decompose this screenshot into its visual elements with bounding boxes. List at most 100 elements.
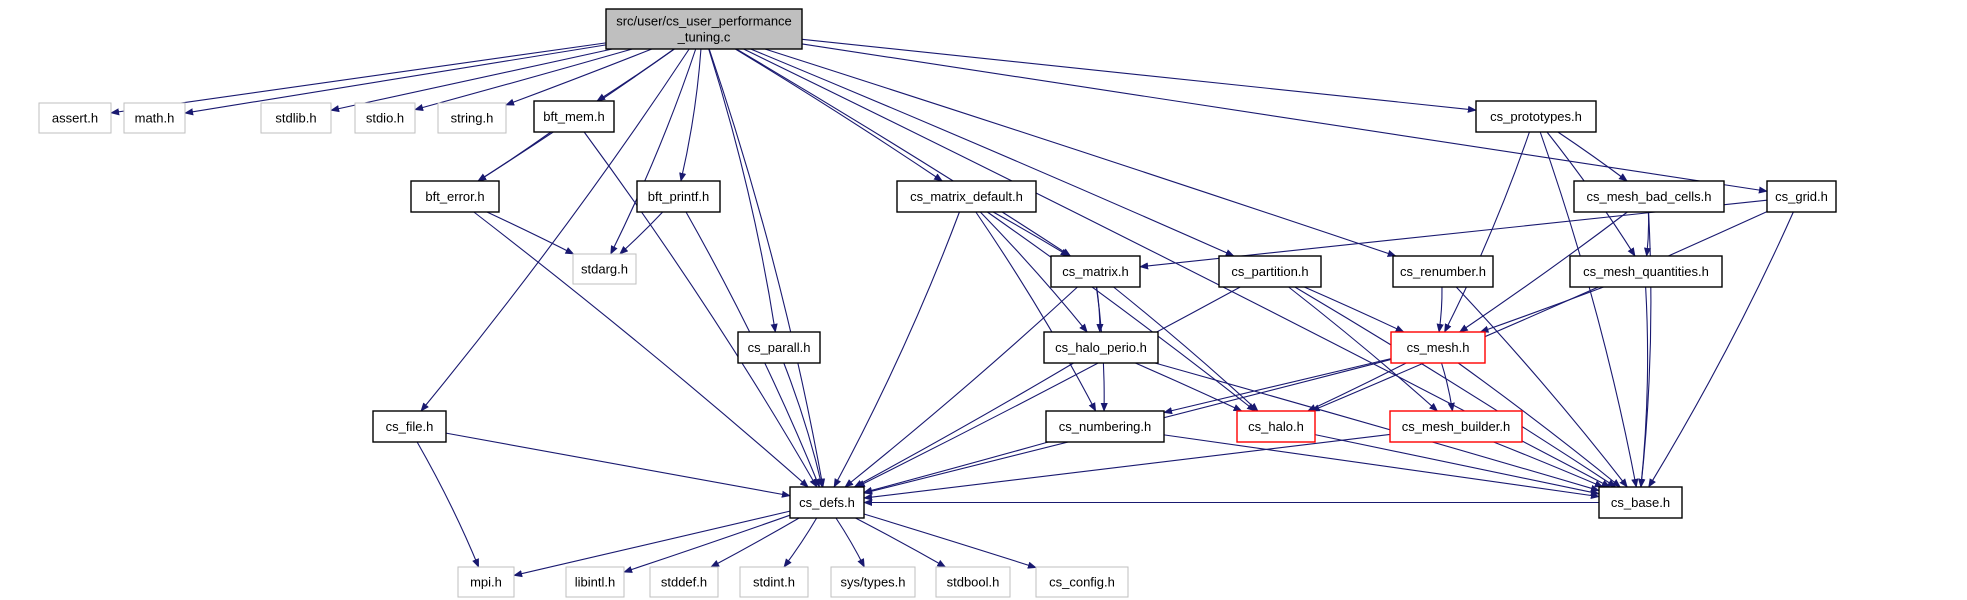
node-string[interactable]: string.h	[437, 102, 507, 134]
node-cs-base[interactable]: cs_base.h	[1598, 486, 1683, 519]
node-stdarg[interactable]: stdarg.h	[572, 253, 637, 285]
node-systypes[interactable]: sys/types.h	[830, 566, 916, 598]
node-cs-partition[interactable]: cs_partition.h	[1218, 255, 1322, 288]
edge-cs-matrix-default-to-cs-numbering	[975, 211, 1097, 412]
node-label: stdlib.h	[275, 111, 316, 126]
node-cs-file[interactable]: cs_file.h	[372, 410, 447, 443]
edge-bft-mem-to-cs-defs	[583, 131, 818, 488]
node-box	[1389, 410, 1523, 443]
edge-cs-halo-perio-to-cs-base	[1154, 362, 1600, 492]
node-cs-renumber[interactable]: cs_renumber.h	[1392, 255, 1494, 288]
edge-root-to-cs-renumber	[764, 48, 1397, 257]
edge-cs-mesh-to-cs-numbering	[1163, 358, 1392, 415]
node-cs-mesh[interactable]: cs_mesh.h	[1390, 331, 1486, 364]
node-label: cs_halo.h	[1248, 419, 1304, 434]
node-stdbool[interactable]: stdbool.h	[935, 566, 1011, 598]
node-box	[1598, 486, 1683, 519]
node-cs-parall[interactable]: cs_parall.h	[737, 331, 821, 364]
edge-cs-renumber-to-cs-base	[1455, 286, 1628, 488]
node-bft-printf[interactable]: bft_printf.h	[636, 180, 721, 213]
node-cs-config[interactable]: cs_config.h	[1035, 566, 1129, 598]
node-label: stdarg.h	[581, 262, 628, 277]
edge-cs-mesh-quantities-to-cs-base	[1638, 286, 1649, 488]
node-box	[896, 180, 1037, 213]
node-box	[260, 102, 332, 134]
node-label: stdint.h	[753, 575, 795, 590]
node-label: cs_grid.h	[1775, 189, 1828, 204]
node-box	[636, 180, 721, 213]
node-cs-prototypes[interactable]: cs_prototypes.h	[1475, 100, 1597, 133]
edge-cs-halo-to-cs-base	[1314, 434, 1600, 496]
node-cs-matrix[interactable]: cs_matrix.h	[1050, 255, 1141, 288]
node-assert[interactable]: assert.h	[38, 102, 112, 134]
node-box	[739, 566, 809, 598]
node-box	[1392, 255, 1494, 288]
edge-cs-parall-to-cs-defs	[783, 362, 824, 488]
node-label: assert.h	[52, 111, 98, 126]
node-label: stdio.h	[366, 111, 404, 126]
node-cs-mesh-quantities[interactable]: cs_mesh_quantities.h	[1569, 255, 1723, 288]
edge-cs-partition-to-cs-defs	[855, 286, 1241, 488]
node-label: mpi.h	[470, 575, 502, 590]
edge-cs-mesh-to-cs-mesh-builder	[1441, 362, 1455, 412]
edge-cs-matrix-default-to-cs-halo	[987, 211, 1256, 412]
edge-cs-prototypes-to-cs-mesh-bad-cells	[1557, 131, 1628, 182]
node-box	[410, 180, 500, 213]
edge-cs-mesh-to-cs-base	[1457, 362, 1621, 488]
node-box	[565, 566, 625, 598]
node-mpi[interactable]: mpi.h	[457, 566, 515, 598]
edge-cs-numbering-to-cs-base	[1163, 434, 1600, 500]
node-cs-defs[interactable]: cs_defs.h	[789, 486, 865, 519]
edge-cs-matrix-default-to-cs-matrix	[992, 211, 1070, 257]
node-stddef[interactable]: stddef.h	[649, 566, 719, 598]
node-stdio[interactable]: stdio.h	[354, 102, 416, 134]
edge-cs-mesh-quantities-to-cs-mesh	[1479, 286, 1604, 333]
node-bft-mem[interactable]: bft_mem.h	[533, 100, 615, 133]
node-cs-halo-perio[interactable]: cs_halo_perio.h	[1043, 331, 1159, 364]
node-cs-mesh-builder[interactable]: cs_mesh_builder.h	[1389, 410, 1523, 443]
node-cs-halo[interactable]: cs_halo.h	[1236, 410, 1316, 443]
edge-bft-error-to-stdarg	[486, 211, 575, 255]
edge-cs-matrix-default-to-cs-defs	[833, 211, 960, 488]
node-label: string.h	[451, 111, 494, 126]
node-label: cs_file.h	[386, 419, 434, 434]
node-cs-mesh-bad-cells[interactable]: cs_mesh_bad_cells.h	[1573, 180, 1725, 213]
node-label: libintl.h	[575, 575, 615, 590]
node-cs-matrix-default[interactable]: cs_matrix_default.h	[896, 180, 1037, 213]
node-box	[1045, 410, 1165, 443]
node-stdlib[interactable]: stdlib.h	[260, 102, 332, 134]
edge-cs-prototypes-to-cs-mesh	[1444, 131, 1530, 333]
edge-cs-renumber-to-cs-mesh	[1436, 286, 1444, 333]
node-box	[649, 566, 719, 598]
edge-cs-grid-to-cs-halo	[1310, 211, 1768, 412]
node-box	[1236, 410, 1316, 443]
node-root[interactable]: src/user/cs_user_performance_tuning.c	[605, 8, 803, 50]
node-cs-numbering[interactable]: cs_numbering.h	[1045, 410, 1165, 443]
node-label: _tuning.c	[677, 30, 731, 45]
node-label: cs_matrix_default.h	[910, 189, 1023, 204]
nodes-layer: src/user/cs_user_performance_tuning.cass…	[38, 8, 1837, 598]
node-box	[123, 102, 186, 134]
node-bft-error[interactable]: bft_error.h	[410, 180, 500, 213]
edge-cs-prototypes-to-cs-base	[1539, 131, 1639, 488]
edge-cs-defs-to-stddef	[710, 517, 800, 568]
edge-root-to-cs-matrix-default	[735, 48, 943, 182]
node-label: cs_parall.h	[748, 340, 811, 355]
node-libintl[interactable]: libintl.h	[565, 566, 625, 598]
edge-cs-matrix-default-to-cs-halo-perio	[979, 211, 1088, 333]
node-box	[1043, 331, 1159, 364]
node-label: cs_numbering.h	[1059, 419, 1152, 434]
node-label: cs_mesh_builder.h	[1402, 419, 1510, 434]
node-stdint[interactable]: stdint.h	[739, 566, 809, 598]
edge-cs-numbering-to-cs-defs	[863, 441, 1049, 494]
node-label: cs_matrix.h	[1062, 264, 1128, 279]
edge-root-to-cs-matrix	[736, 48, 1072, 257]
node-label: bft_printf.h	[648, 189, 709, 204]
node-box	[372, 410, 447, 443]
edge-cs-partition-to-cs-mesh	[1304, 286, 1405, 333]
node-math[interactable]: math.h	[123, 102, 186, 134]
node-box	[1035, 566, 1129, 598]
edge-root-to-cs-partition	[750, 48, 1235, 257]
node-cs-grid[interactable]: cs_grid.h	[1766, 180, 1837, 213]
